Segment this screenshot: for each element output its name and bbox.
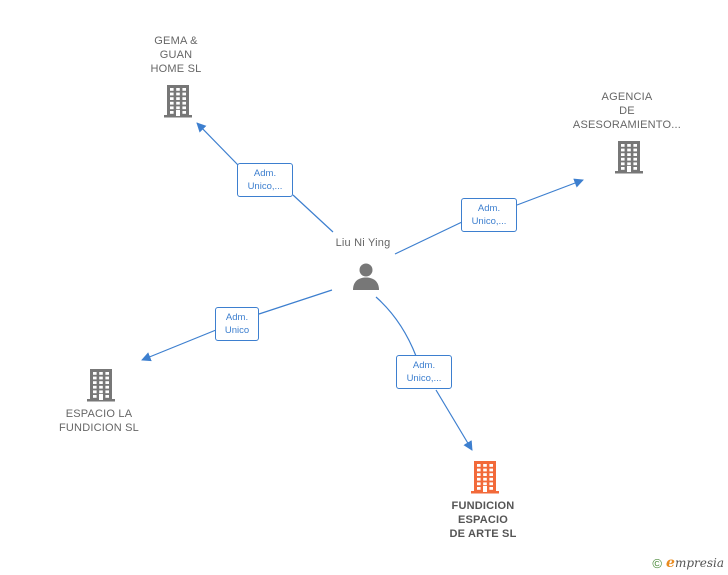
- building-icon[interactable]: [163, 84, 193, 118]
- edge-to-fundicion: [375, 296, 472, 450]
- building-icon[interactable]: [614, 140, 644, 174]
- center-person-label[interactable]: Liu Ni Ying: [335, 237, 391, 249]
- copyright-icon: ©: [652, 555, 663, 571]
- footer-brand: © empresia: [652, 555, 724, 571]
- company-label-espacio[interactable]: ESPACIO LA FUNDICION SL: [58, 408, 140, 434]
- company-label-agencia[interactable]: AGENCIA DE ASESORAMIENTO...: [572, 91, 682, 131]
- edge-label-gema[interactable]: Adm. Unico,...: [237, 163, 293, 197]
- company-label-gema[interactable]: GEMA & GUAN HOME SL: [150, 35, 202, 75]
- company-label-fundicion[interactable]: FUNDICION ESPACIO DE ARTE SL: [449, 500, 517, 540]
- edge-label-espacio[interactable]: Adm. Unico: [215, 307, 259, 341]
- brand-logo[interactable]: empresia: [666, 555, 724, 571]
- edge-to-agencia: [394, 180, 583, 255]
- edge-label-agencia[interactable]: Adm. Unico,...: [461, 198, 517, 232]
- edge-to-gema: [197, 123, 334, 233]
- edge-to-espacio: [142, 289, 333, 360]
- edge-label-fundicion[interactable]: Adm. Unico,...: [396, 355, 452, 389]
- building-icon[interactable]: [470, 460, 500, 494]
- person-icon[interactable]: [351, 261, 381, 291]
- building-icon[interactable]: [86, 368, 116, 402]
